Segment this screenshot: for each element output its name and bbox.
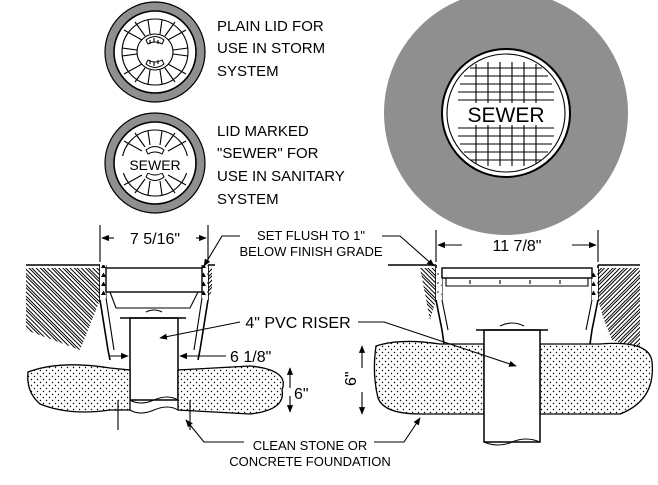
small-box-section bbox=[26, 264, 284, 430]
pvc-riser-label: 4" PVC RISER bbox=[245, 315, 350, 332]
dimension-riser-gap: 6 1/8" bbox=[110, 349, 271, 366]
dim-small-depth-label: 6" bbox=[294, 386, 309, 403]
plain-lid-line-3: SYSTEM bbox=[217, 63, 279, 80]
foundation-line-2: CONCRETE FOUNDATION bbox=[229, 454, 391, 469]
dim-riser-gap-label: 6 1/8" bbox=[230, 349, 271, 366]
large-sewer-cover-icon: SEWER bbox=[384, 0, 628, 235]
sewer-lid-line-2: "SEWER" FOR bbox=[217, 145, 319, 162]
plain-lid-icon bbox=[104, 1, 206, 103]
sewer-lid-mark: SEWER bbox=[129, 157, 180, 173]
dim-small-width-label: 7 5/16" bbox=[130, 231, 180, 248]
plain-lid-line-1: PLAIN LID FOR bbox=[217, 18, 324, 35]
large-cover-mark: SEWER bbox=[467, 104, 544, 127]
foundation-callout: CLEAN STONE OR CONCRETE FOUNDATION bbox=[185, 417, 421, 469]
set-flush-line-2: BELOW FINISH GRADE bbox=[239, 244, 382, 259]
plain-lid-line-2: USE IN STORM bbox=[217, 40, 325, 57]
dimension-small-width: 7 5/16" bbox=[99, 225, 209, 262]
sewer-lid-callout: LID MARKED "SEWER" FOR USE IN SANITARY S… bbox=[217, 123, 345, 208]
foundation-line-1: CLEAN STONE OR bbox=[253, 438, 368, 453]
dimension-small-depth: 6" bbox=[286, 367, 309, 413]
sewer-lid-line-1: LID MARKED bbox=[217, 123, 309, 140]
dimension-large-depth: 6" bbox=[343, 345, 366, 415]
dimension-large-width: 11 7/8" bbox=[435, 230, 599, 262]
plain-lid-callout: PLAIN LID FOR USE IN STORM SYSTEM bbox=[217, 18, 325, 80]
sewer-lid-line-4: SYSTEM bbox=[217, 191, 279, 208]
dim-large-width-label: 11 7/8" bbox=[493, 238, 542, 255]
set-flush-line-1: SET FLUSH TO 1" bbox=[257, 228, 365, 243]
sewer-lid-icon: SEWER bbox=[104, 112, 206, 214]
pvc-riser-callout: 4" PVC RISER bbox=[159, 315, 517, 367]
large-box-section bbox=[373, 264, 654, 446]
sewer-lid-line-3: USE IN SANITARY bbox=[217, 168, 345, 185]
dim-large-depth-label: 6" bbox=[343, 371, 360, 386]
set-flush-callout: SET FLUSH TO 1" BELOW FINISH GRADE bbox=[203, 228, 435, 267]
